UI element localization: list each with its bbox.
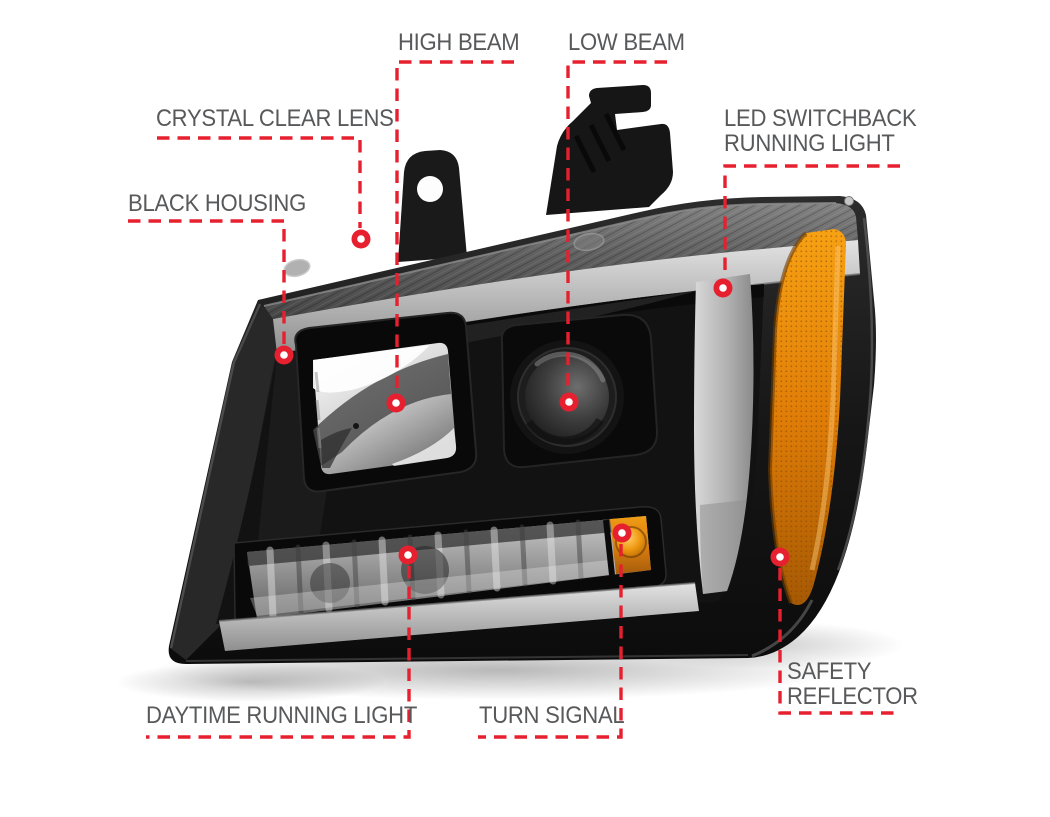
callout-label-daytime-running-light: DAYTIME RUNNING LIGHT	[146, 703, 417, 728]
callout-label-text: DAYTIME RUNNING LIGHT	[146, 702, 418, 729]
safety-reflector-amber	[767, 229, 846, 605]
callout-label-text: LED SWITCHBACK	[724, 105, 917, 132]
low-beam-projector	[500, 313, 659, 469]
led-light-bar-vertical	[694, 274, 754, 594]
callout-label-text: SAFETY	[787, 658, 872, 685]
callout-label-high-beam: HIGH BEAM	[398, 29, 520, 56]
callout-label-text: CRYSTAL CLEAR LENS	[156, 105, 394, 132]
callout-label-text: TURN SIGNAL	[479, 702, 625, 729]
callout-label-text: LOW BEAM	[568, 29, 685, 56]
housing-screw	[844, 196, 854, 206]
callout-label-text: BLACK HOUSING	[128, 190, 307, 217]
callout-label-turn-signal: TURN SIGNAL	[479, 702, 625, 729]
callout-label-crystal-clear-lens: CRYSTAL CLEAR LENS	[156, 106, 394, 131]
callout-label-text: RUNNING LIGHT	[724, 130, 895, 157]
callout-label-text: REFLECTOR	[787, 683, 918, 710]
high-beam-reflector	[294, 311, 478, 493]
bracket-bolt-hole	[417, 176, 443, 202]
callout-label-low-beam: LOW BEAM	[568, 30, 685, 55]
callout-label-safety-reflector: SAFETY REFLECTOR	[787, 659, 918, 709]
callout-label-led-switchback-running-light: LED SWITCHBACK RUNNING LIGHT	[724, 105, 917, 157]
callout-label-text: HIGH BEAM	[398, 29, 520, 56]
callout-label-black-housing: BLACK HOUSING	[128, 191, 306, 216]
